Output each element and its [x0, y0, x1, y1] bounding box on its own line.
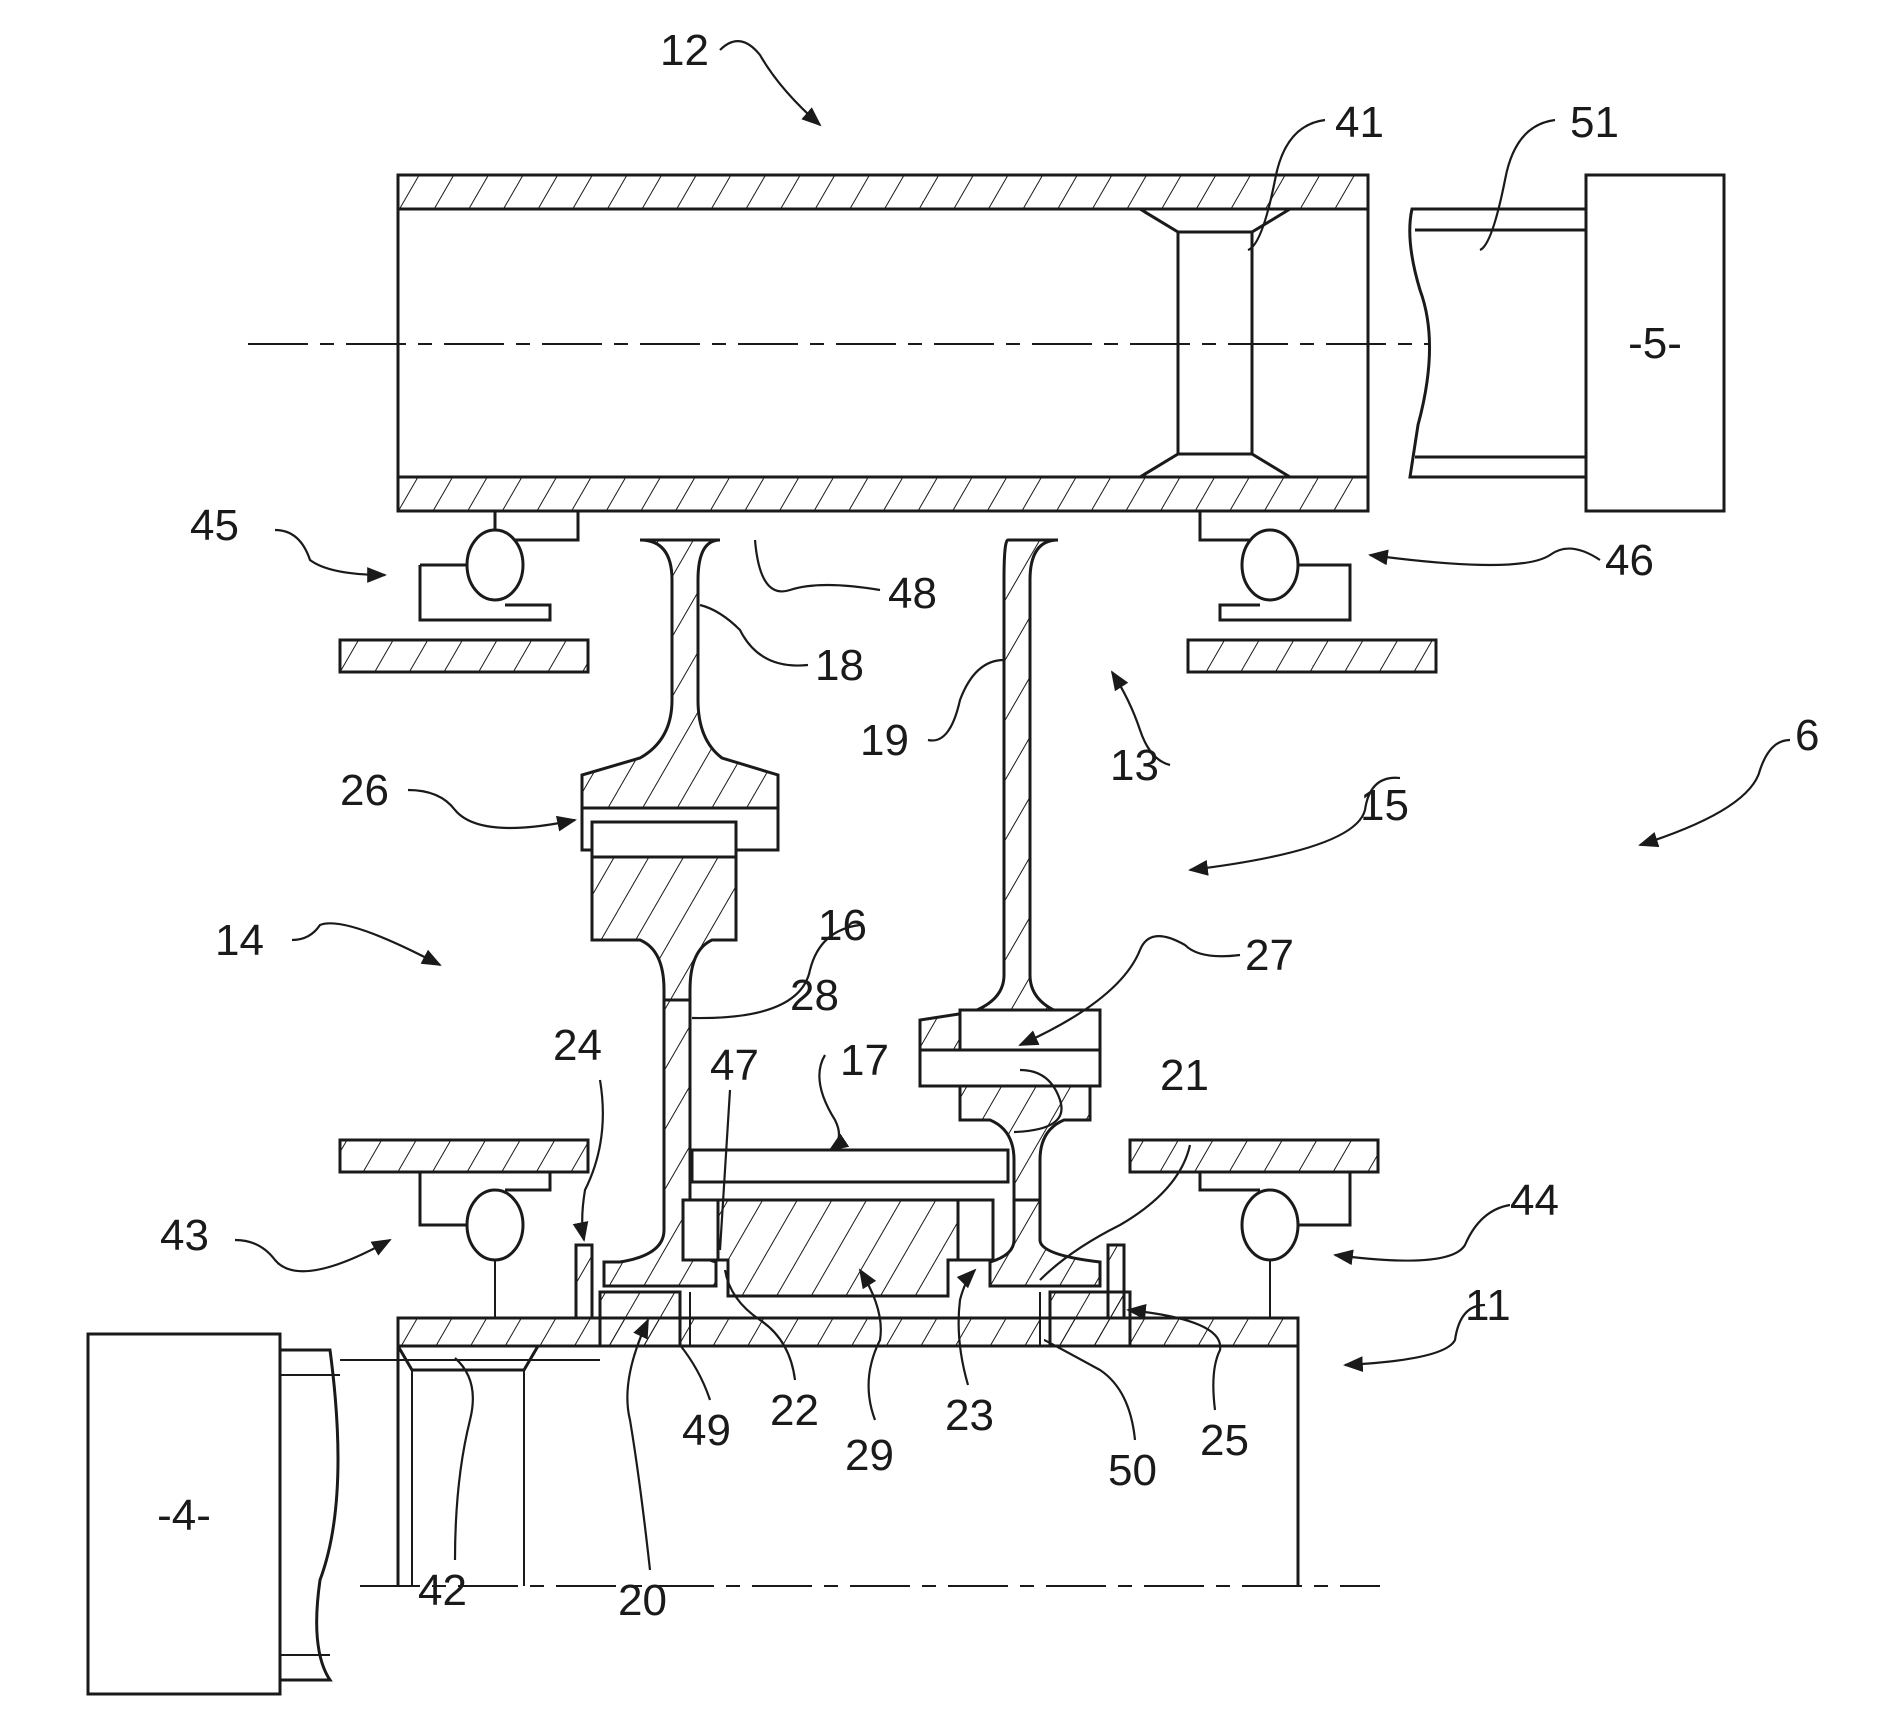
- ref-11: 11: [1465, 1281, 1511, 1330]
- bearing-46: [1186, 511, 1438, 674]
- motor-4-shaft: [278, 1348, 340, 1682]
- pinion-26: [580, 806, 780, 1002]
- pinion-27-tooth: [958, 1008, 1102, 1052]
- ref-27: 27: [1245, 931, 1294, 980]
- ref-45: 45: [190, 501, 239, 550]
- motor-5-group: -5-: [1408, 173, 1726, 513]
- bearing-43: [338, 1138, 590, 1318]
- ref-41: 41: [1335, 98, 1384, 147]
- seal-25: [1106, 1243, 1126, 1320]
- ref-19: 19: [860, 716, 909, 765]
- ref-44: 44: [1510, 1176, 1559, 1225]
- bearing-44: [1128, 1138, 1380, 1318]
- ref-6: 6: [1795, 711, 1819, 760]
- web-19-body: [918, 538, 1102, 1052]
- shaft-17: [988, 1198, 1102, 1288]
- ref-24: 24: [553, 1021, 602, 1070]
- upper-shaft-12: [396, 173, 1370, 513]
- hub-29: [706, 1198, 970, 1298]
- motor-5-box: [1584, 173, 1726, 513]
- upper-shaft-top-wall: [396, 173, 1370, 211]
- ref-47: 47: [710, 1041, 759, 1090]
- seal-47-recess: [681, 1198, 720, 1262]
- ref-17: 17: [840, 1036, 889, 1085]
- gear-web-18: [580, 538, 780, 810]
- ref-16: 16: [818, 901, 867, 950]
- lower-shaft-11-wall: [396, 1316, 1300, 1348]
- spline-41-bottom: [1139, 452, 1291, 479]
- spline-41-top: [1139, 207, 1291, 234]
- bearing-45: [338, 511, 590, 674]
- motor-4-group: -4-: [86, 1332, 340, 1696]
- leaders: [234, 40, 1791, 1571]
- ref-48: 48: [888, 569, 937, 618]
- motor-5-label: -5-: [1628, 319, 1682, 368]
- pinion-26-tooth: [590, 820, 738, 859]
- seal-24: [574, 1243, 594, 1320]
- ref-49: 49: [682, 1406, 731, 1455]
- pinion-27-slot: [918, 1048, 1102, 1088]
- upper-shaft-bottom-wall: [396, 475, 1370, 513]
- web-18-body: [580, 538, 780, 810]
- seal-23-recess: [956, 1198, 995, 1262]
- ref-22: 22: [770, 1386, 819, 1435]
- motor-5-shaft-51: [1408, 207, 1588, 479]
- ref-25: 25: [1200, 1416, 1249, 1465]
- ref-14: 14: [215, 916, 264, 965]
- ref-26: 26: [340, 766, 389, 815]
- ref-23: 23: [945, 1391, 994, 1440]
- spline-42: [396, 1345, 540, 1372]
- ref-13: 13: [1110, 741, 1159, 790]
- motor-4-label: -4-: [157, 1491, 211, 1540]
- ref-28: 28: [790, 971, 839, 1020]
- ref-18: 18: [815, 641, 864, 690]
- ref-50: 50: [1108, 1446, 1157, 1495]
- plate-28: [690, 1148, 1010, 1184]
- ref-15: 15: [1360, 781, 1409, 830]
- ref-43: 43: [160, 1211, 209, 1260]
- ref-51: 51: [1570, 98, 1619, 147]
- gear-web-19: [918, 538, 1102, 1052]
- ref-29: 29: [845, 1431, 894, 1480]
- ref-46: 46: [1605, 536, 1654, 585]
- ref-21: 21: [1160, 1051, 1209, 1100]
- reference-labels: 12 41 51 45 46 48 18 19 13 6 26 15 14 16…: [160, 26, 1819, 1625]
- pinion-26-hub: [590, 855, 738, 1002]
- ref-12: 12: [660, 26, 709, 75]
- ref-20: 20: [618, 1576, 667, 1625]
- ref-42: 42: [418, 1566, 467, 1615]
